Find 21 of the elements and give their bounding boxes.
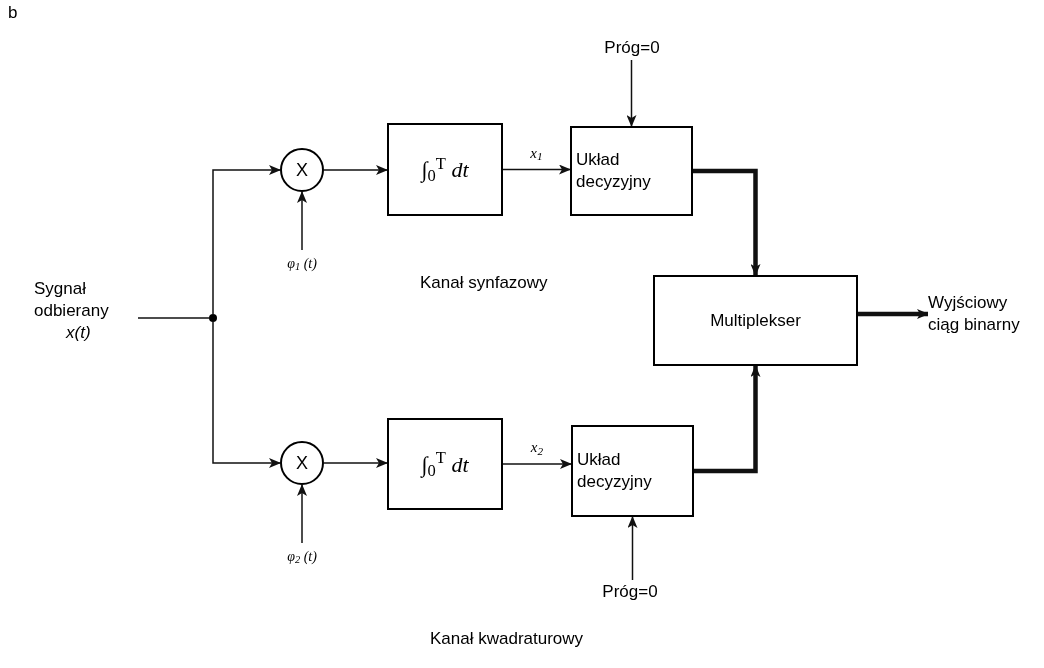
decision-box: Układ decyzyjny <box>570 126 693 216</box>
connector-arrow <box>323 458 388 468</box>
panel-letter: b <box>8 2 18 24</box>
connector-arrow <box>858 309 929 319</box>
integrator-box: ∫$_{0}$$^{T}$ dt <box>387 123 503 216</box>
connector-arrow <box>212 165 281 315</box>
connector-arrow <box>212 321 281 468</box>
connector-arrow <box>693 168 761 276</box>
channel-label: Kanał synfazowy <box>420 272 548 294</box>
connector-arrow <box>323 165 388 175</box>
multiplexer-box: Multiplekser <box>653 275 858 366</box>
connector-arrow <box>297 484 307 544</box>
connector-arrow <box>626 59 637 127</box>
channel-label: Kanał kwadraturowy <box>430 628 584 650</box>
decision-box: Układ decyzyjny <box>571 425 694 517</box>
connector-arrow <box>297 191 307 251</box>
connector-arrow <box>627 516 638 581</box>
integrator-box: ∫$_{0}$$^{T}$ dt <box>387 418 503 510</box>
connector-arrow <box>502 164 571 175</box>
connector-arrow <box>694 365 761 474</box>
connector-arrow <box>502 459 572 469</box>
